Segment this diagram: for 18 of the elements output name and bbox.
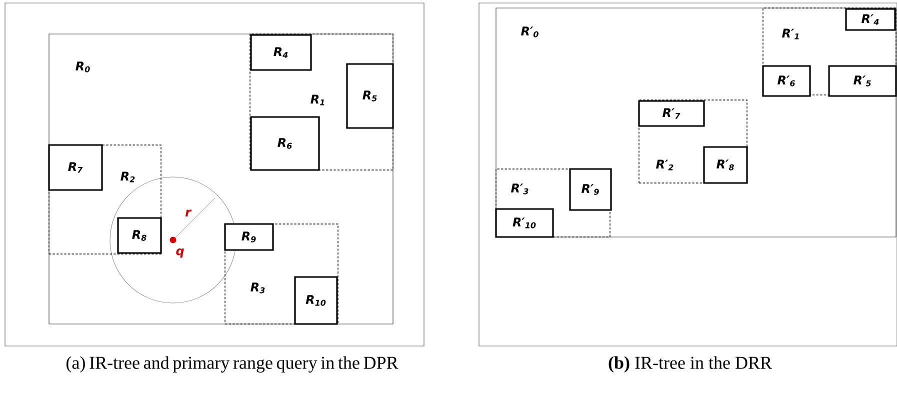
object-rectangle: R′$_{5}$ (828, 65, 897, 97)
object-rectangle: R$_{6}$ (250, 116, 320, 171)
object-rectangle: R$_{8}$ (117, 217, 162, 254)
object-rectangle: R′$_{6}$ (762, 65, 811, 97)
radius-label: r (185, 210, 192, 216)
object-rectangle: R$_{9}$ (224, 223, 274, 251)
subfigure-caption: (a) IR-tree and primary range query in the DPR (66, 356, 398, 373)
object-rectangle: R′$_{8}$ (703, 146, 748, 184)
object-rectangle: R$_{10}$ (294, 276, 338, 325)
query-label: q (176, 248, 184, 258)
object-rectangle: R′$_{10}$ (495, 208, 554, 238)
subfigure-caption: (b) IR-tree in the DRR (608, 356, 772, 373)
object-rectangle: R$_{4}$ (250, 34, 312, 71)
object-rectangle: R′$_{9}$ (569, 168, 612, 211)
object-rectangle: R$_{5}$ (346, 63, 394, 129)
object-rectangle: R′$_{7}$ (638, 100, 705, 127)
object-rectangle: R$_{7}$ (48, 144, 103, 191)
object-rectangle: R′$_{4}$ (845, 8, 896, 31)
